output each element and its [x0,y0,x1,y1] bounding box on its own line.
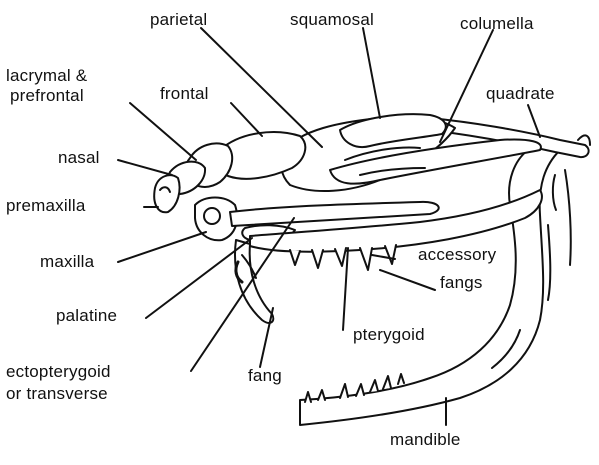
label-palatine: palatine [56,306,117,325]
label-maxilla: maxilla [40,252,94,271]
label-squamosal: squamosal [290,10,374,29]
label-ectopterygoid-line2: or transverse [6,384,108,403]
label-nasal: nasal [58,148,100,167]
label-fang: fang [248,366,282,385]
label-parietal: parietal [150,10,207,29]
label-columella: columella [460,14,534,33]
label-mandible: mandible [390,430,461,449]
label-accessory-fangs-line2: fangs [440,273,483,292]
label-accessory-fangs-line1: accessory [418,245,496,264]
label-frontal: frontal [160,84,209,103]
label-quadrate: quadrate [486,84,555,103]
label-ectopterygoid-line1: ectopterygoid [6,362,111,381]
label-premaxilla: premaxilla [6,196,85,215]
label-lacrymal-prefrontal-line1: lacrymal & [6,66,87,85]
label-lacrymal-prefrontal-line2: prefrontal [10,86,84,105]
label-pterygoid: pterygoid [353,325,425,344]
